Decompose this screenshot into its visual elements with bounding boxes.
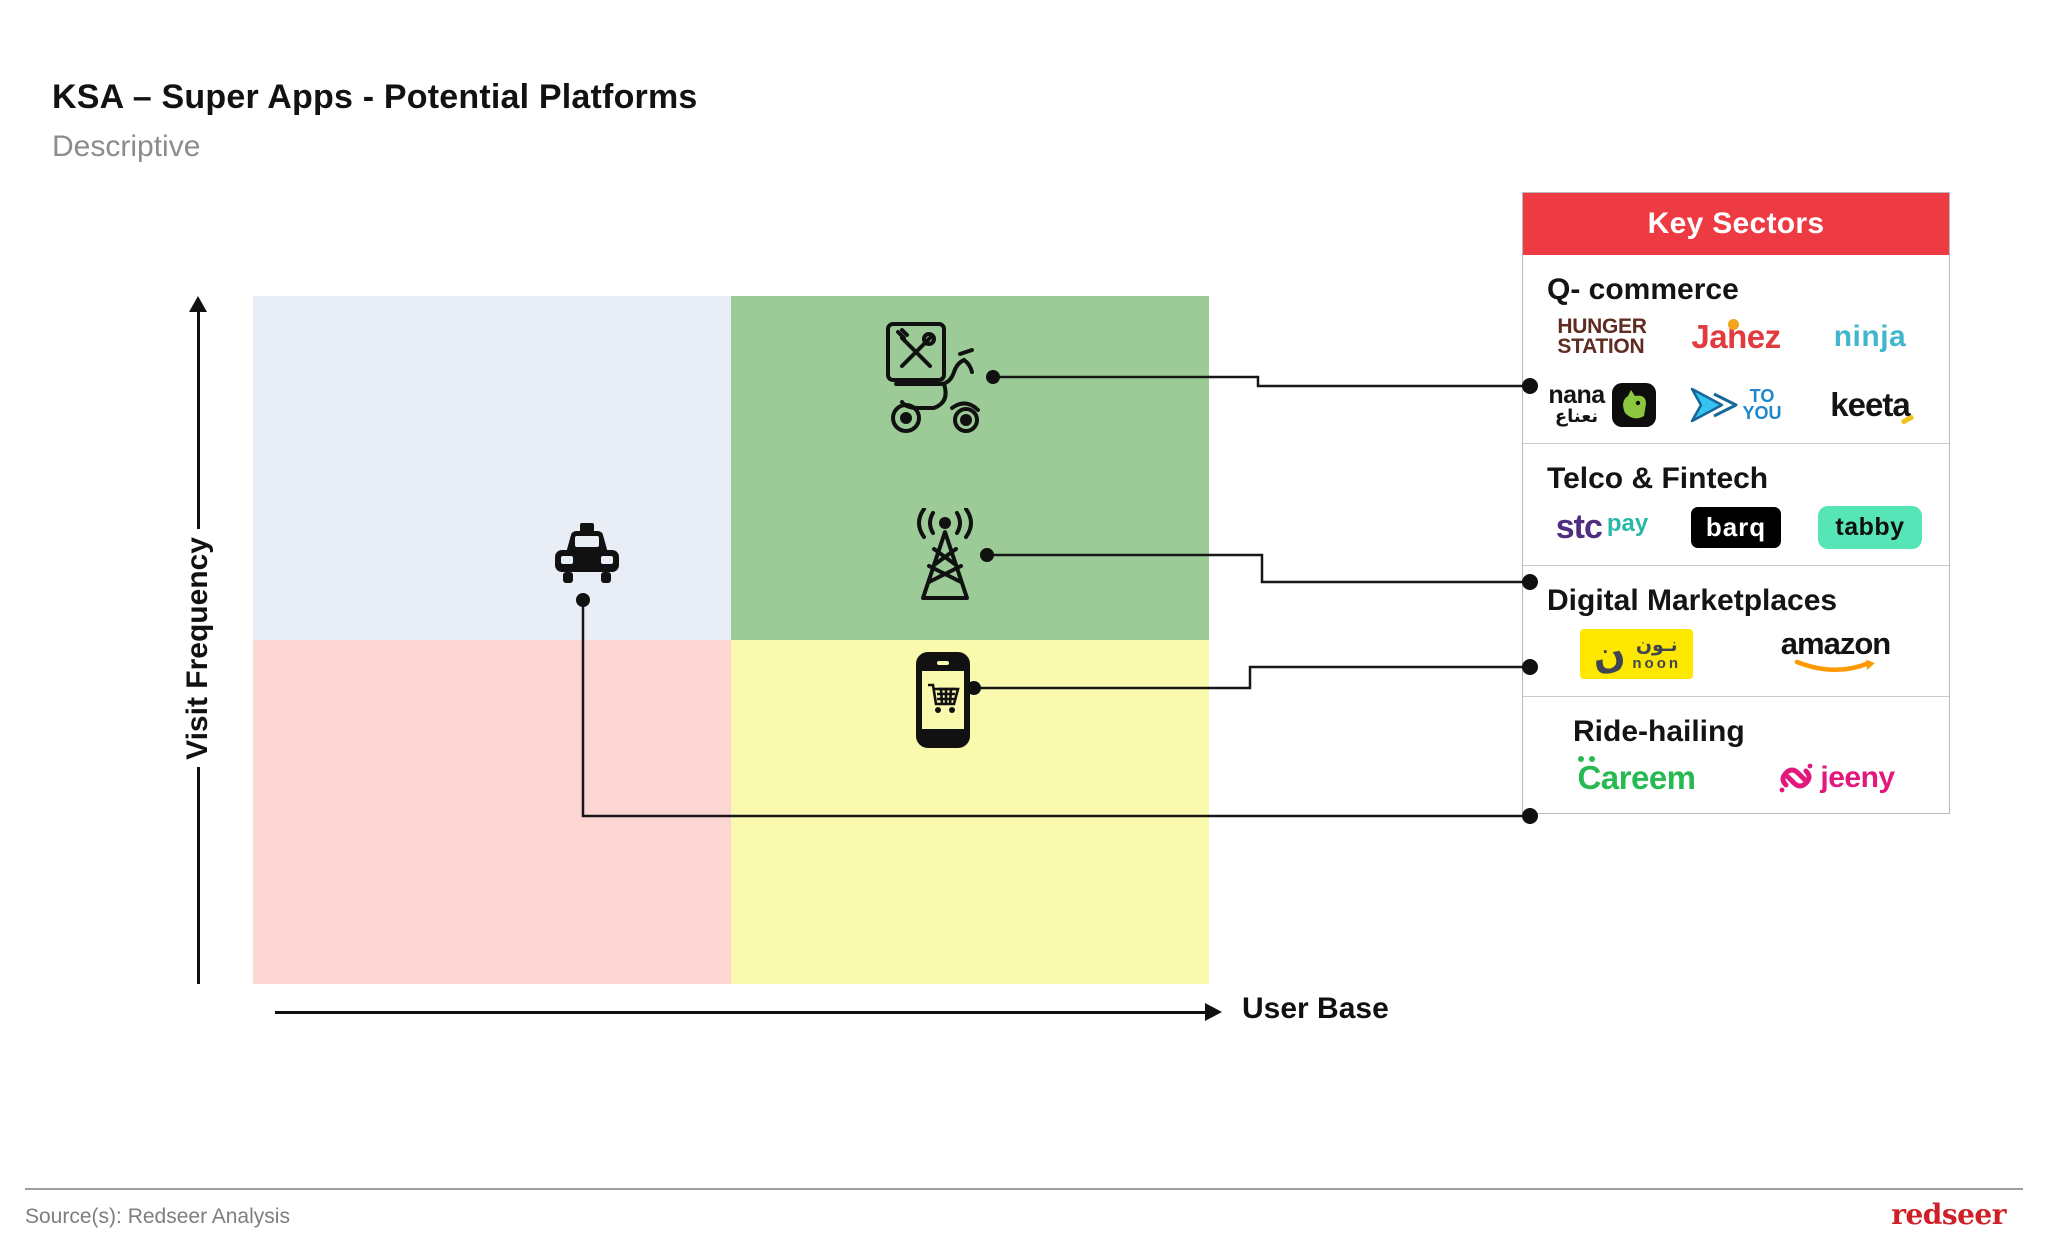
y-axis-label: Visit Frequency bbox=[181, 536, 214, 760]
sector-title: Ride-hailing bbox=[1573, 714, 1745, 748]
quadrant-bottom-right bbox=[731, 640, 1209, 984]
page-subtitle: Descriptive bbox=[52, 130, 201, 163]
y-axis-arrowhead-icon bbox=[189, 296, 207, 312]
keeta-logo: keeta bbox=[1830, 386, 1915, 425]
sector-title: Q- commerce bbox=[1547, 273, 1739, 306]
redseer-logo: redseer bbox=[1891, 1198, 2006, 1231]
brand-row: stc pay barq tabby bbox=[1537, 505, 1935, 549]
sector-q-commerce: Q- commerce HUNGER STATION Jahez ninja n… bbox=[1523, 255, 1949, 443]
x-axis-arrowhead-icon bbox=[1205, 1003, 1222, 1021]
tabby-logo: tabby bbox=[1818, 505, 1922, 549]
x-axis bbox=[275, 1003, 1222, 1021]
y-axis-line-bottom bbox=[196, 767, 200, 984]
barq-logo: barq bbox=[1690, 506, 1782, 548]
delivery-scooter-icon bbox=[876, 318, 988, 443]
brand-row: ن نـون noon amazon bbox=[1537, 628, 1935, 680]
sector-title: Telco & Fintech bbox=[1547, 461, 1769, 495]
key-sectors-panel: Key Sectors Q- commerce HUNGER STATION J… bbox=[1522, 192, 1950, 814]
brand-row: nana نعناع TO Y bbox=[1537, 382, 1935, 427]
careem-logo: Careem bbox=[1577, 755, 1696, 797]
x-axis-label: User Base bbox=[1242, 992, 1389, 1025]
careem-eyes-icon bbox=[1578, 755, 1585, 762]
sector-digital-marketplaces: Digital Marketplaces ن نـون noon amazon bbox=[1523, 564, 1949, 696]
sector-telco-fintech: Telco & Fintech stc pay barq tabby bbox=[1523, 442, 1949, 565]
source-note: Source(s): Redseer Analysis bbox=[25, 1205, 290, 1228]
hungerstation-logo: HUNGER STATION bbox=[1557, 315, 1647, 358]
sector-title: Digital Marketplaces bbox=[1547, 583, 1838, 617]
jahez-dot-icon bbox=[1727, 318, 1739, 330]
amazon-smile-icon bbox=[1795, 659, 1876, 672]
quadrant-matrix bbox=[253, 296, 1209, 984]
sector-ride-hailing: Ride-hailing Careem jeeny bbox=[1523, 695, 1949, 813]
amazon-logo: amazon bbox=[1781, 628, 1891, 680]
key-sectors-header: Key Sectors bbox=[1523, 193, 1949, 255]
nana-logo: nana نعناع bbox=[1548, 382, 1656, 427]
quadrant-top-left bbox=[253, 296, 731, 640]
brand-row: HUNGER STATION Jahez ninja bbox=[1537, 315, 1935, 358]
page-title: KSA – Super Apps - Potential Platforms bbox=[52, 78, 698, 116]
taxi-icon bbox=[548, 523, 626, 596]
noon-logo: ن نـون noon bbox=[1579, 628, 1694, 679]
nana-goat-icon bbox=[1611, 382, 1656, 427]
footer-divider bbox=[25, 1188, 2023, 1190]
toyou-arrow-icon bbox=[1691, 387, 1738, 423]
quadrant-bottom-left bbox=[253, 640, 731, 984]
y-axis: Visit Frequency bbox=[178, 296, 218, 984]
mobile-shopping-icon bbox=[916, 652, 970, 753]
jeeny-knot-icon bbox=[1779, 763, 1813, 793]
stc-pay-logo: stc pay bbox=[1555, 508, 1649, 547]
jahez-logo: Jahez bbox=[1691, 317, 1781, 355]
ninja-logo: ninja bbox=[1833, 319, 1907, 353]
toyou-logo: TO YOU bbox=[1690, 385, 1782, 425]
jeeny-logo: jeeny bbox=[1776, 761, 1895, 795]
brand-row: Careem jeeny bbox=[1537, 755, 1935, 797]
telecom-tower-icon bbox=[903, 507, 987, 609]
y-axis-line-top bbox=[196, 312, 200, 529]
